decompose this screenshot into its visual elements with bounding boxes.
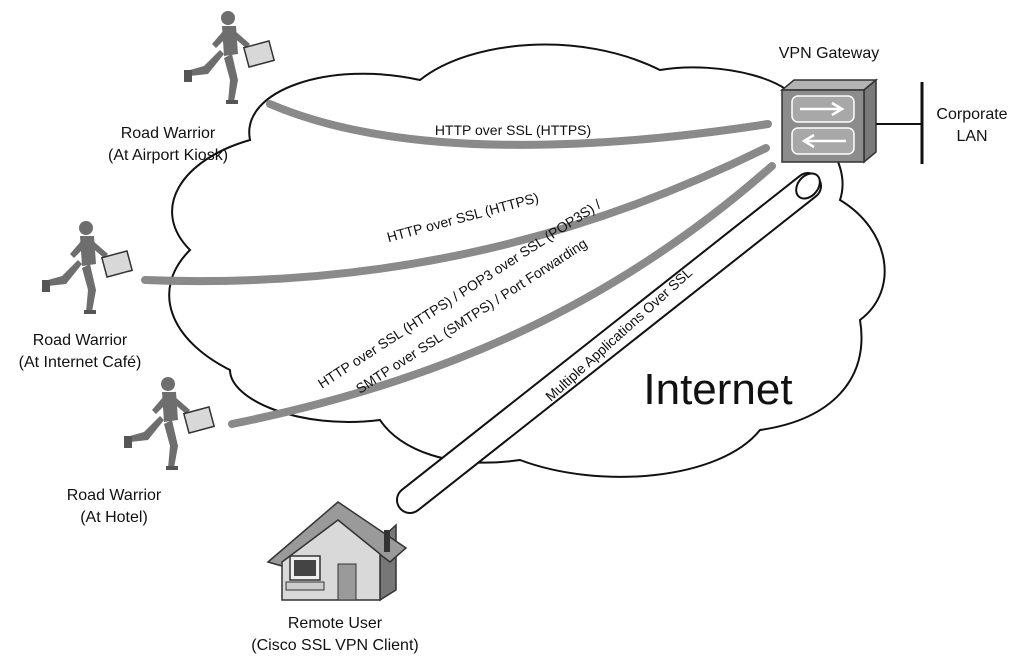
link-airport <box>266 100 772 149</box>
gateway-label: VPN Gateway <box>779 45 879 62</box>
remote-user-line2: (Cisco SSL VPN Client) <box>251 637 418 654</box>
person-running-with-briefcase-icon <box>41 220 133 315</box>
remote-user-line1: Remote User <box>288 615 383 632</box>
ssl-tunnel <box>396 172 822 514</box>
hotel-user-line2: (At Hotel) <box>80 509 148 526</box>
corporate-lan-line1: Corporate <box>936 106 1007 123</box>
cafe-user-line2: (At Internet Café) <box>19 354 142 371</box>
airport-user-line2: (At Airport Kiosk) <box>108 147 228 164</box>
internet-label: Internet <box>643 365 792 414</box>
link-airport-label: HTTP over SSL (HTTPS) <box>435 122 591 138</box>
cafe-user-line1: Road Warrior <box>33 332 128 349</box>
link-cafe <box>141 144 770 286</box>
link-hotel <box>228 162 776 428</box>
internet-cloud <box>168 43 886 478</box>
person-running-with-briefcase-icon <box>183 10 275 105</box>
house-with-computer-icon <box>266 501 408 602</box>
corporate-lan-line2: LAN <box>956 128 987 145</box>
person-running-with-briefcase-icon <box>123 376 215 471</box>
router-gateway-icon <box>779 78 879 164</box>
airport-user-line1: Road Warrior <box>121 125 216 142</box>
hotel-user-line1: Road Warrior <box>67 487 162 504</box>
